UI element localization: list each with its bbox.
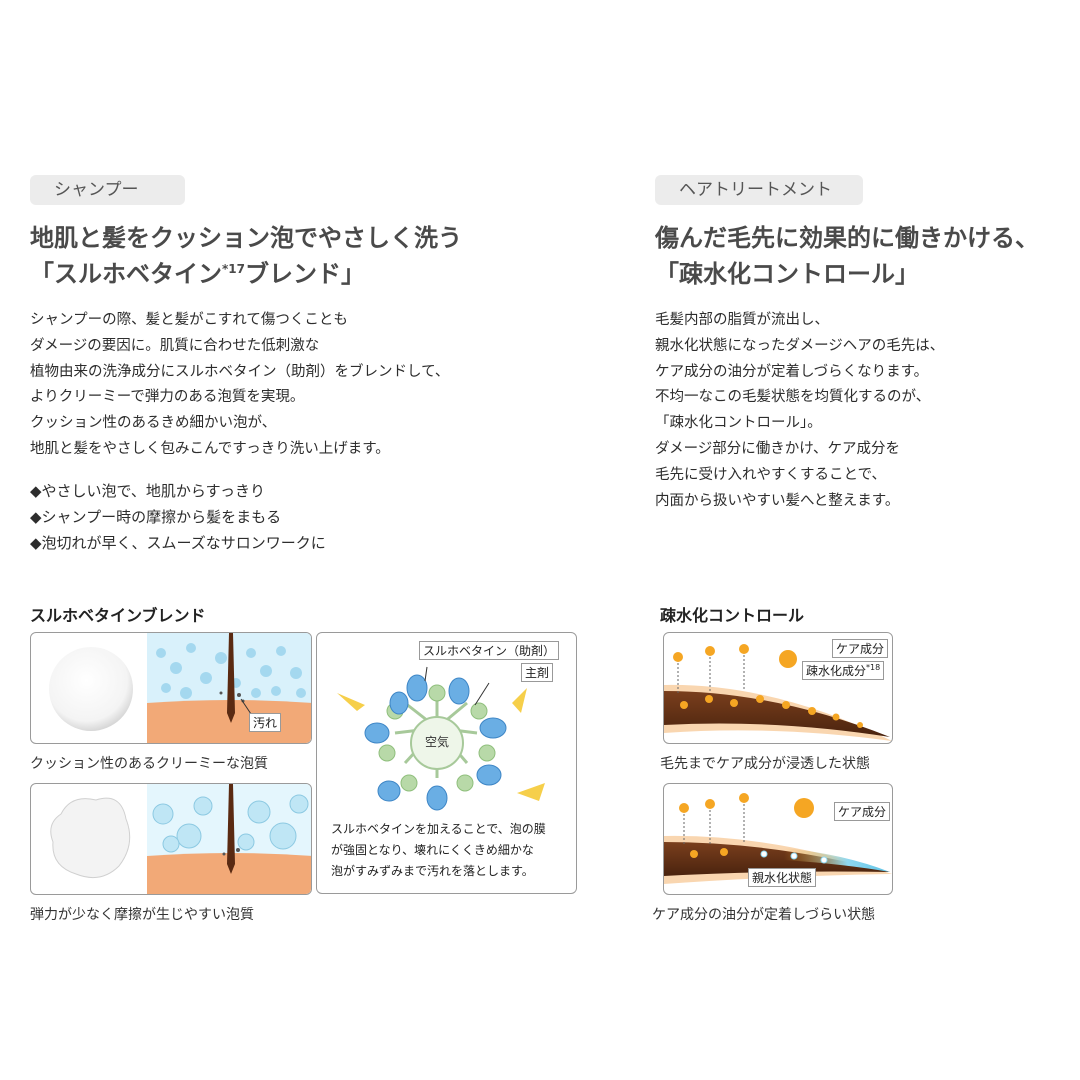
shampoo-bullet: ◆シャンプー時の摩擦から髪をまもる <box>30 508 282 526</box>
shampoo-tag: シャンプー <box>30 175 185 205</box>
sulfobetaine-section-title: スルホベタインブレンド <box>30 606 206 625</box>
shampoo-body-line: ダメージの要因に。肌質に合わせた低刺激な <box>30 337 320 354</box>
molecule-explanation-line: スルホベタインを加えることで、泡の膜 <box>331 822 546 836</box>
treatment-heading-line1: 傷んだ毛先に効果的に働きかける、 <box>655 224 1039 252</box>
hair-strand-icon <box>227 784 235 874</box>
treatment-body-line: ケア成分の油分が定着しづらくなります。 <box>655 363 929 380</box>
coarse-foam-panel <box>30 783 312 895</box>
penetrated-hair-caption: 毛先までケア成分が浸透した状態 <box>660 756 870 772</box>
creamy-foam-illustration <box>49 633 311 743</box>
dirt-label: 汚れ <box>249 713 282 732</box>
molecule-explanation: スルホベタインを加えることで、泡の膜 が強固となり、壊れにくくきめ細かな 泡がす… <box>331 819 546 882</box>
hydrophobic-label: 疎水化成分*18 <box>802 661 885 680</box>
shampoo-body-line: クッション性のあるきめ細かい泡が、 <box>30 415 277 432</box>
treatment-heading: 傷んだ毛先に効果的に働きかける、 「疎水化コントロール」 <box>655 220 1039 292</box>
energy-arrow-icon <box>337 688 545 801</box>
shampoo-bullets: ◆やさしい泡で、地肌からすっきり ◆シャンプー時の摩擦から髪をまもる ◆泡切れが… <box>30 478 326 556</box>
molecule-panel: スルホベタイン（助剤） 主剤 空気 スルホベタインを加えることで、泡の膜 が強固… <box>316 632 577 894</box>
shampoo-body-line: 植物由来の洗浄成分にスルホベタイン（助剤）をブレンドして、 <box>30 363 450 380</box>
hydrophobic-section-title: 疎水化コントロール <box>660 606 805 625</box>
care-ingredient-icon <box>673 644 863 728</box>
treatment-body-line: ダメージ部分に働きかけ、ケア成分を <box>655 440 901 457</box>
main-agent-label: 主剤 <box>521 663 554 682</box>
foam-ball-icon <box>49 647 133 731</box>
hydrophilic-zone-icon <box>784 848 890 872</box>
footnote-17: *17 <box>222 262 245 276</box>
shampoo-body-line: 地肌と髪をやさしく包みこんですっきり洗い上げます。 <box>30 440 390 457</box>
treatment-body-line: 親水化状態になったダメージヘアの毛先は、 <box>655 337 945 354</box>
care-ingredient-label: ケア成分 <box>832 639 889 658</box>
coarse-foam-illustration <box>50 784 311 894</box>
large-bubbles-icon <box>152 794 309 853</box>
treatment-heading-line2: 「疎水化コントロール」 <box>655 260 919 288</box>
hair-strand-icon <box>227 633 235 723</box>
shampoo-heading-line2-pre: 「スルホベタイン <box>30 260 222 288</box>
care-ingredient-icon <box>679 793 814 858</box>
care-ingredient-label: ケア成分 <box>834 802 891 821</box>
coarse-foam-icon <box>50 797 131 879</box>
hydrophobic-label-text: 疎水化成分 <box>806 664 867 678</box>
shampoo-body-line: シャンプーの際、髪と髪がこすれて傷つくことも <box>30 312 348 328</box>
shampoo-bullet: ◆泡切れが早く、スムーズなサロンワークに <box>30 534 326 552</box>
molecule-explanation-line: 泡がすみずみまで汚れを落とします。 <box>331 864 534 878</box>
coarse-foam-caption: 弾力が少なく摩擦が生じやすい泡質 <box>30 907 254 923</box>
treatment-body-line: 内面から扱いやすい髪へと整えます。 <box>655 492 900 509</box>
air-label: 空気 <box>425 735 450 749</box>
creamy-foam-panel: 汚れ <box>30 632 312 744</box>
air-core-icon <box>410 716 464 770</box>
footnote-18: *18 <box>866 663 881 672</box>
hydrophilic-dot-icon <box>760 850 828 864</box>
shampoo-heading-line2-post: ブレンド」 <box>244 260 365 288</box>
penetrated-hair-illustration <box>664 644 892 741</box>
shampoo-body: シャンプーの際、髪と髪がこすれて傷つくことも ダメージの要因に。肌質に合わせた低… <box>30 308 449 463</box>
shampoo-heading-line2: 「スルホベタイン*17ブレンド」 <box>30 256 462 292</box>
molecule-explanation-line: が強固となり、壊れにくくきめ細かな <box>331 843 534 857</box>
treatment-body-line: 毛先に受け入れやすくすることで、 <box>655 466 886 483</box>
main-agent-icon <box>378 684 496 792</box>
penetrated-hair-panel: ケア成分 疎水化成分*18 <box>663 632 893 744</box>
treatment-body: 毛髪内部の脂質が流出し、 親水化状態になったダメージヘアの毛先は、 ケア成分の油… <box>655 308 944 514</box>
hair-shaft-icon <box>664 691 890 737</box>
hydrophilic-hair-panel: ケア成分 親水化状態 <box>663 783 893 895</box>
shampoo-heading-line1: 地肌と髪をクッション泡でやさしく洗う <box>30 224 462 252</box>
shampoo-bullet: ◆やさしい泡で、地肌からすっきり <box>30 482 266 500</box>
hydrophilic-hair-illustration <box>664 793 892 884</box>
hydrophilic-label: 親水化状態 <box>748 868 817 887</box>
sulfobetaine-icon <box>364 674 507 811</box>
treatment-body-line: 毛髪内部の脂質が流出し、 <box>655 312 829 328</box>
treatment-body-line: 「疎水化コントロール」。 <box>655 415 822 432</box>
scalp-icon <box>147 700 311 743</box>
scalp-icon <box>147 853 311 894</box>
dirt-particles-icon <box>219 691 245 703</box>
treatment-tag: ヘアトリートメント <box>655 175 863 205</box>
creamy-foam-caption: クッション性のあるクリーミーな泡質 <box>30 756 268 772</box>
sulfobetaine-label: スルホベタイン（助剤） <box>419 641 560 660</box>
dirt-particles-icon <box>222 848 240 856</box>
fine-bubbles-icon <box>156 643 306 699</box>
hydrophilic-hair-caption: ケア成分の油分が定着しづらい状態 <box>652 907 876 923</box>
shampoo-heading: 地肌と髪をクッション泡でやさしく洗う 「スルホベタイン*17ブレンド」 <box>30 220 462 292</box>
treatment-body-line: 不均一なこの毛髪状態を均質化するのが、 <box>655 389 931 406</box>
shampoo-body-line: よりクリーミーで弾力のある泡質を実現。 <box>30 389 305 406</box>
molecule-illustration <box>337 666 545 811</box>
